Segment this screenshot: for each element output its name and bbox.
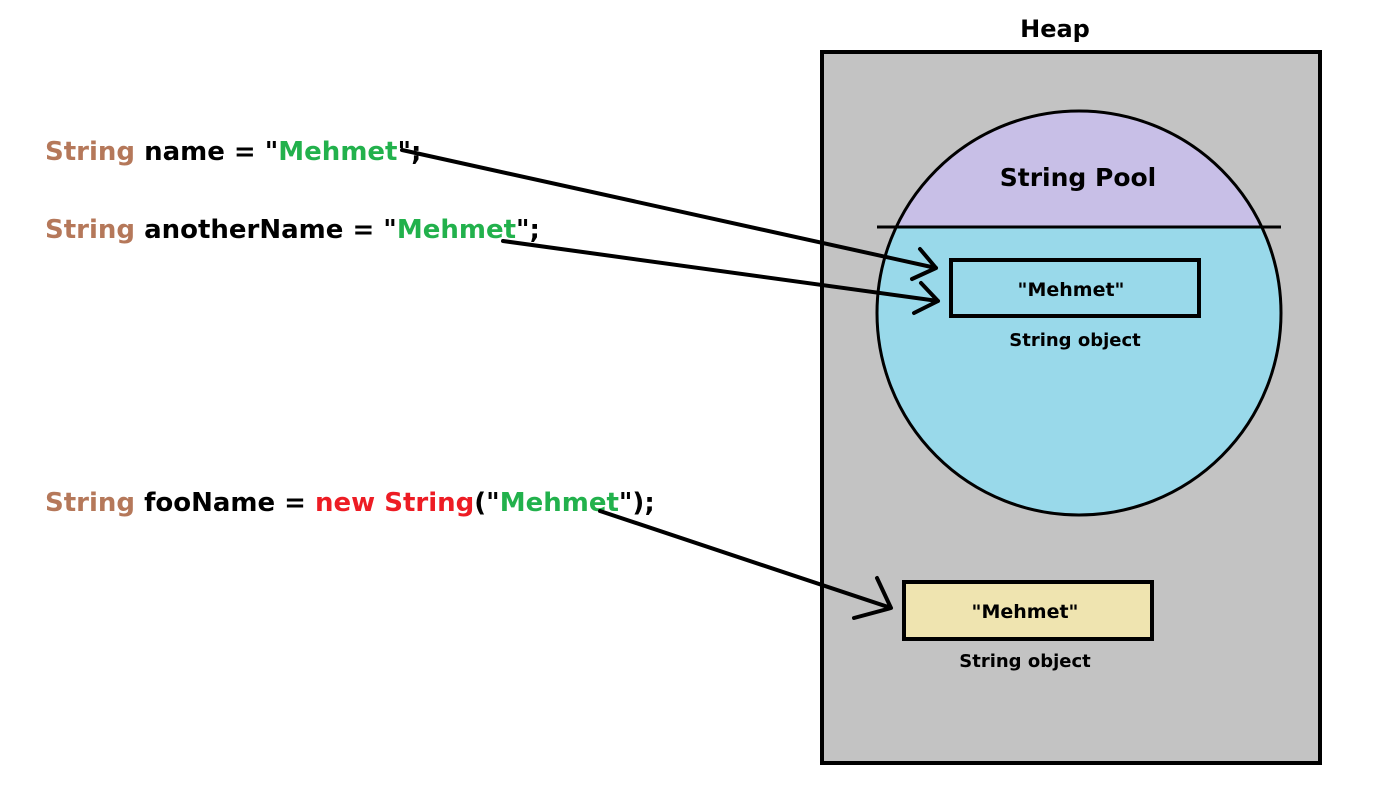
code-token: String bbox=[45, 488, 135, 518]
code-token: String bbox=[45, 215, 135, 245]
heap-string-object: "Mehmet" String object bbox=[902, 580, 1154, 672]
arrow-name-to-pool-object bbox=[400, 148, 938, 281]
code-token: (" bbox=[474, 488, 499, 518]
arrow-foo-name-to-heap-object bbox=[598, 509, 893, 620]
code-token: String bbox=[45, 137, 135, 167]
code-token: name = " bbox=[135, 137, 278, 167]
code-token: anotherName = " bbox=[135, 215, 397, 245]
code-line-name: String name = "Mehmet"; bbox=[45, 137, 421, 167]
code-token: "); bbox=[619, 488, 655, 518]
code-token: Mehmet bbox=[397, 215, 516, 245]
pool-string-object-value: "Mehmet" bbox=[1018, 279, 1125, 301]
heap-string-object-box bbox=[902, 580, 1154, 641]
code-token bbox=[375, 488, 384, 518]
heap-title: Heap bbox=[1020, 15, 1090, 43]
code-token: Mehmet bbox=[500, 488, 619, 518]
string-pool-circle bbox=[875, 109, 1283, 517]
string-pool-title: String Pool bbox=[1000, 163, 1157, 192]
arrow-another-name-to-pool-object bbox=[501, 239, 940, 315]
heap-string-object-label: String object bbox=[959, 651, 1091, 672]
code-token: String bbox=[384, 488, 474, 518]
heap-string-object-value: "Mehmet" bbox=[972, 601, 1079, 623]
code-line-another-name: String anotherName = "Mehmet"; bbox=[45, 215, 540, 245]
pool-string-object-box bbox=[949, 258, 1201, 318]
code-token: new bbox=[315, 488, 375, 518]
pool-string-object-label: String object bbox=[1009, 330, 1141, 351]
code-token: "; bbox=[516, 215, 540, 245]
code-token: Mehmet bbox=[278, 137, 397, 167]
code-line-foo-name: String fooName = new String("Mehmet"); bbox=[45, 488, 655, 518]
code-token: fooName = bbox=[135, 488, 315, 518]
